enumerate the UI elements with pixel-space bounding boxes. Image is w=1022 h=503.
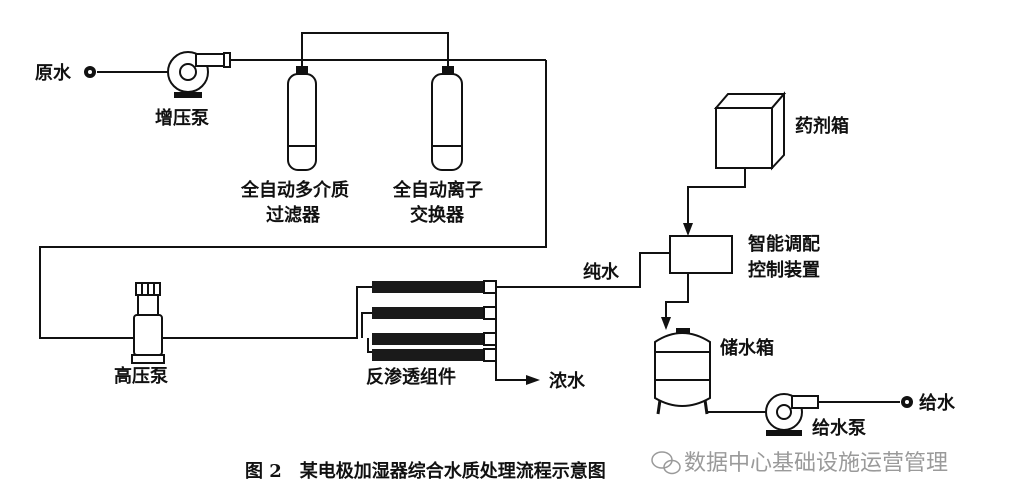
ion-exchanger-tank-icon: [431, 73, 463, 171]
ion-exchanger-label-line2: 交换器: [410, 204, 465, 226]
ro-membrane-4: [372, 349, 484, 361]
hp-pump-label: 高压泵: [114, 365, 168, 387]
ion-exchanger-label-line1: 全自动离子: [392, 179, 483, 201]
supply-pump-label: 给水泵: [812, 417, 866, 439]
storage-tank-label: 储水箱: [719, 337, 774, 359]
chemical-tank-label: 药剂箱: [795, 115, 849, 137]
watermark-text: 数据中心基础设施运营管理: [684, 451, 948, 476]
ro-module-label: 反渗透组件: [366, 366, 456, 388]
raw-water-label: 原水: [35, 62, 72, 84]
control-label-line2: 控制装置: [748, 259, 820, 281]
storage-tank-icon: [654, 332, 711, 407]
pure-water-label: 纯水: [583, 261, 620, 283]
ro-membrane-2: [372, 307, 484, 319]
pipelines: [39, 32, 900, 413]
control-box-icon: [669, 235, 733, 274]
watermark: 数据中心基础设施运营管理: [651, 451, 948, 476]
concentrate-label: 浓水: [549, 370, 586, 392]
multi-media-filter: 全自动多介质 过滤器: [240, 66, 349, 226]
supply-water-label: 给水: [919, 392, 956, 414]
smart-control-unit: 智能调配 控制装置 纯水: [583, 233, 820, 283]
control-label-line1: 智能调配: [748, 233, 820, 255]
chemical-tank-icon: [715, 107, 773, 169]
supply-pump: 给水泵 给水: [765, 392, 956, 439]
filter-label-line1: 全自动多介质: [240, 179, 349, 201]
ion-exchanger: 全自动离子 交换器: [392, 66, 483, 226]
booster-pump-label: 增压泵: [155, 107, 209, 129]
high-pressure-pump: 高压泵: [114, 282, 168, 387]
figure-caption: 图 2 某电极加湿器综合水质处理流程示意图: [245, 460, 606, 482]
storage-tank: 储水箱: [654, 328, 774, 415]
ro-membrane-1: [372, 281, 484, 293]
raw-water-source: 原水: [35, 62, 96, 84]
filter-tank-icon: [287, 73, 317, 171]
chemical-tank: 药剂箱: [713, 91, 849, 171]
ro-module-assembly: 反渗透组件 浓水: [366, 280, 586, 392]
filter-label-line2: 过滤器: [266, 204, 321, 226]
ro-membrane-3: [372, 333, 484, 345]
booster-pump: 增压泵: [155, 51, 231, 129]
wechat-icon: [651, 451, 681, 475]
